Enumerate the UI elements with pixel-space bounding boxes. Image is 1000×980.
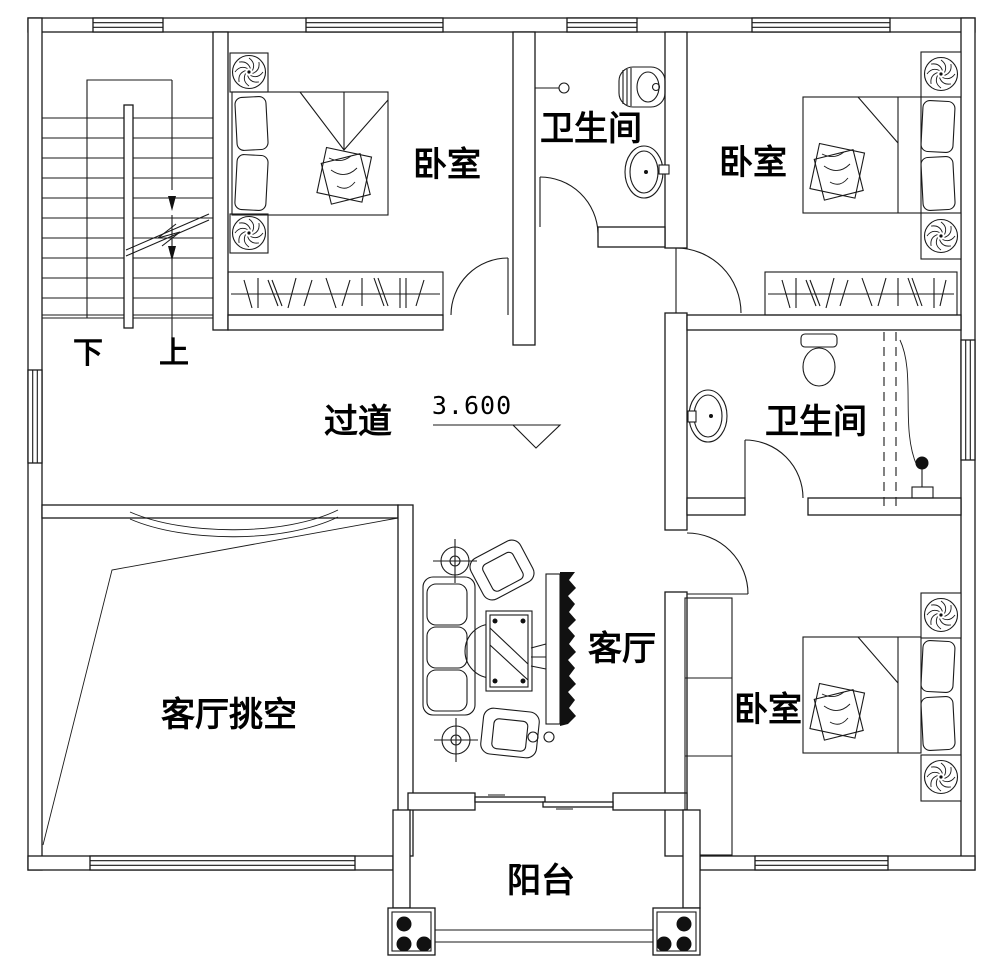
toilet bbox=[618, 66, 666, 108]
bathroom-2-fixtures bbox=[687, 332, 934, 512]
elevation-triangle-icon bbox=[511, 424, 562, 449]
door-bathroom-2 bbox=[744, 439, 804, 499]
coffee-table bbox=[485, 610, 562, 692]
wardrobe bbox=[227, 271, 444, 316]
room-label-bathroom-1: 卫生间 bbox=[540, 110, 642, 148]
room-label-void: 客厅挑空 bbox=[161, 695, 297, 734]
pillow bbox=[234, 154, 269, 211]
window-bedroom-3 bbox=[754, 855, 889, 871]
wardrobe bbox=[684, 597, 733, 856]
room-label-hallway: 过道 bbox=[324, 403, 392, 441]
window-bathroom-1 bbox=[566, 17, 638, 33]
void-area bbox=[42, 509, 399, 846]
pillow bbox=[234, 96, 269, 151]
window-bathroom-2 bbox=[960, 339, 976, 461]
doors bbox=[450, 176, 804, 810]
plant-icon bbox=[434, 718, 478, 762]
living-room-furniture bbox=[422, 539, 576, 762]
armchair bbox=[480, 707, 540, 759]
bedroom-3-furniture bbox=[684, 592, 962, 856]
pillow bbox=[920, 696, 956, 751]
window-stairs bbox=[92, 17, 164, 33]
sink bbox=[687, 389, 728, 443]
room-label-living-room: 客厅 bbox=[588, 629, 656, 668]
ceiling-curve bbox=[129, 509, 339, 531]
staircase bbox=[42, 79, 213, 338]
sofa bbox=[422, 576, 476, 716]
door-bedroom-1 bbox=[450, 257, 509, 316]
room-label-bedroom-1: 卧室 bbox=[413, 145, 481, 184]
balcony-structure bbox=[387, 809, 701, 956]
stair-up-label: 上 bbox=[159, 337, 189, 370]
shower-head bbox=[915, 456, 929, 470]
tv-console bbox=[545, 573, 561, 725]
window-bedroom-2 bbox=[751, 17, 891, 33]
window-left-hall bbox=[27, 369, 43, 464]
ceiling-curve bbox=[129, 516, 339, 538]
stair-rail bbox=[123, 104, 134, 329]
floor-drain bbox=[535, 82, 570, 94]
room-label-bathroom-2: 卫生间 bbox=[765, 403, 867, 441]
bed bbox=[231, 91, 389, 216]
interior-walls bbox=[41, 31, 962, 857]
elevation-marker: 3.600 bbox=[432, 391, 562, 449]
bed bbox=[802, 636, 956, 754]
door-bedroom-3 bbox=[686, 532, 749, 595]
bed bbox=[802, 96, 956, 214]
pillow bbox=[920, 100, 956, 153]
railing bbox=[435, 929, 653, 943]
column bbox=[652, 907, 701, 956]
tv-wall-texture bbox=[560, 572, 576, 726]
windows bbox=[27, 17, 976, 871]
pillow bbox=[920, 156, 956, 211]
stair-direction-arrows bbox=[168, 196, 176, 261]
sliding-door-balcony bbox=[474, 794, 614, 810]
plant-icon bbox=[433, 539, 477, 583]
armchair bbox=[469, 539, 535, 601]
stair-down-label: 下 bbox=[73, 337, 103, 370]
window-void bbox=[89, 855, 356, 871]
sink bbox=[624, 145, 670, 199]
elevation-value: 3.600 bbox=[432, 391, 512, 420]
room-labels: 卧室 卫生间 卧室 过道 卫生间 客厅 客厅挑空 卧室 阳台 下 上 bbox=[73, 110, 867, 900]
room-label-balcony: 阳台 bbox=[507, 862, 575, 900]
void-diagonal bbox=[42, 517, 399, 846]
door-bedroom-2 bbox=[675, 247, 742, 314]
bedroom-1-furniture bbox=[227, 52, 444, 316]
wardrobe bbox=[764, 271, 958, 316]
toilet bbox=[800, 333, 838, 387]
exterior-walls bbox=[27, 17, 976, 871]
bathroom-1-fixtures bbox=[535, 66, 670, 199]
window-bedroom-1 bbox=[305, 17, 444, 33]
room-label-bedroom-3: 卧室 bbox=[734, 690, 802, 729]
stair-break-line bbox=[125, 213, 210, 257]
column bbox=[387, 907, 436, 956]
room-label-bedroom-2: 卧室 bbox=[719, 143, 787, 182]
shower-area bbox=[883, 332, 934, 512]
pillow bbox=[920, 640, 956, 693]
bedroom-2-furniture bbox=[764, 51, 962, 316]
door-bathroom-1 bbox=[539, 176, 599, 234]
